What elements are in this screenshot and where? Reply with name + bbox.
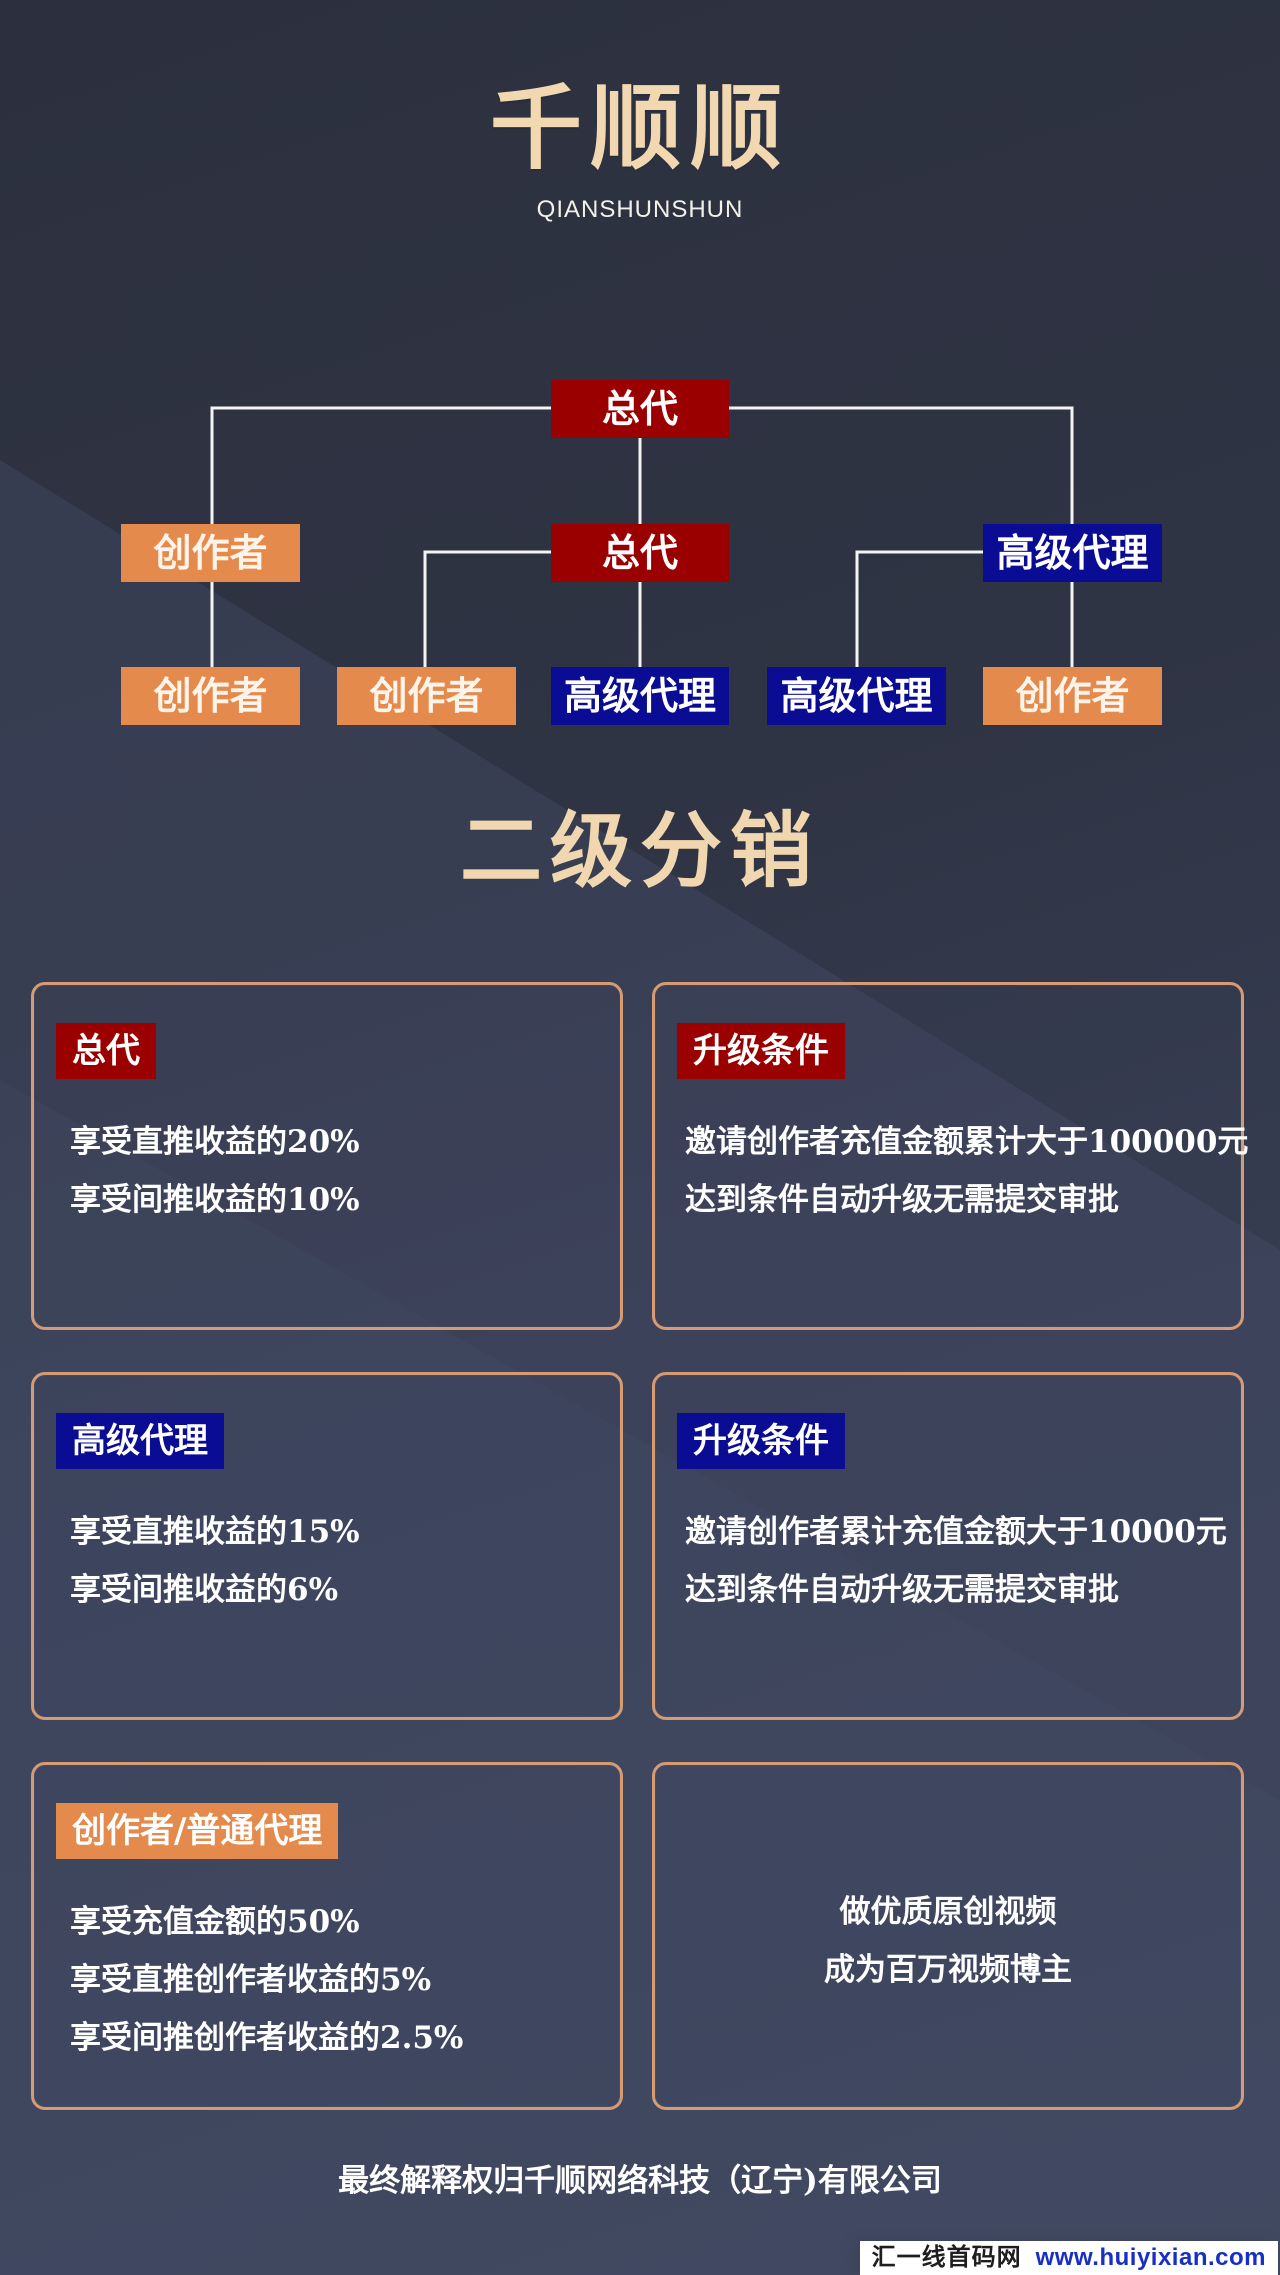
slogan-card: 做优质原创视频 成为百万视频博主	[652, 1762, 1244, 2110]
general-agent-card-label: 总代	[56, 1023, 156, 1079]
general-agent-upgrade-line-1: 邀请创作者充值金额累计大于100000元	[685, 1124, 1249, 1160]
watermark-url: www.huiyixian.com	[1035, 2244, 1266, 2271]
general-agent-card-lines: 享受直推收益的20% 享受间推收益的10%	[70, 1113, 604, 1229]
senior-agent-card-lines: 享受直推收益的15% 享受间推收益的6%	[70, 1503, 604, 1619]
watermark-banner: 汇一线首码网 www.huiyixian.com	[859, 2241, 1278, 2275]
level2-general-agent-node: 总代	[551, 524, 729, 582]
senior-agent-card: 高级代理 享受直推收益的15% 享受间推收益的6%	[31, 1372, 623, 1720]
level3-senior-agent-node-1: 高级代理	[551, 667, 729, 725]
senior-agent-line-1: 享受直推收益的15%	[70, 1514, 360, 1550]
senior-agent-upgrade-line-1: 邀请创作者累计充值金额大于10000元	[685, 1514, 1227, 1550]
slogan-line-1: 做优质原创视频	[839, 1894, 1057, 1930]
creator-line-2: 享受直推创作者收益的5%	[70, 1962, 432, 1998]
senior-agent-upgrade-label: 升级条件	[677, 1413, 845, 1469]
general-agent-line-2: 享受间推收益的10%	[70, 1182, 360, 1218]
general-agent-upgrade-card: 升级条件 邀请创作者充值金额累计大于100000元 达到条件自动升级无需提交审批	[652, 982, 1249, 1330]
general-agent-line-1: 享受直推收益的20%	[70, 1124, 360, 1160]
watermark-text: 汇一线首码网	[871, 2244, 1022, 2271]
level3-creator-node-2: 创作者	[337, 667, 516, 725]
general-agent-card: 总代 享受直推收益的20% 享受间推收益的10%	[31, 982, 623, 1330]
root-node: 总代	[551, 380, 729, 438]
senior-agent-upgrade-lines: 邀请创作者累计充值金额大于10000元 达到条件自动升级无需提交审批	[685, 1503, 1227, 1619]
creator-card-label: 创作者/普通代理	[56, 1803, 339, 1859]
general-agent-upgrade-label: 升级条件	[677, 1023, 845, 1079]
level2-creator-node: 创作者	[121, 524, 300, 582]
creator-card: 创作者/普通代理 享受充值金额的50% 享受直推创作者收益的5% 享受间推创作者…	[31, 1762, 623, 2110]
creator-line-3: 享受间推创作者收益的2.5%	[70, 2020, 464, 2056]
senior-agent-upgrade-card: 升级条件 邀请创作者累计充值金额大于10000元 达到条件自动升级无需提交审批	[652, 1372, 1244, 1720]
brand-block: 千顺顺 QIANSHUNSHUN	[0, 82, 1280, 222]
level3-creator-node-1: 创作者	[121, 667, 300, 725]
general-agent-upgrade-line-2: 达到条件自动升级无需提交审批	[685, 1182, 1119, 1218]
brand-title: 千顺顺	[489, 74, 790, 182]
slogan-line-2: 成为百万视频博主	[824, 1952, 1072, 1988]
brand-subtitle: QIANSHUNSHUN	[536, 196, 744, 223]
general-agent-upgrade-lines: 邀请创作者充值金额累计大于100000元 达到条件自动升级无需提交审批	[685, 1113, 1249, 1229]
level3-creator-node-3: 创作者	[983, 667, 1162, 725]
footer-note: 最终解释权归千顺网络科技（辽宁)有限公司	[338, 2163, 942, 2199]
slogan-lines: 做优质原创视频 成为百万视频博主	[655, 1883, 1241, 1999]
level2-senior-agent-node: 高级代理	[983, 524, 1162, 582]
senior-agent-line-2: 享受间推收益的6%	[70, 1572, 339, 1608]
section-title: 二级分销	[459, 803, 820, 899]
senior-agent-upgrade-line-2: 达到条件自动升级无需提交审批	[685, 1572, 1119, 1608]
senior-agent-card-label: 高级代理	[56, 1413, 224, 1469]
level3-senior-agent-node-2: 高级代理	[767, 667, 946, 725]
distribution-tree-lines	[210, 406, 1074, 669]
creator-line-1: 享受充值金额的50%	[70, 1904, 360, 1940]
creator-card-lines: 享受充值金额的50% 享受直推创作者收益的5% 享受间推创作者收益的2.5%	[70, 1893, 604, 2067]
